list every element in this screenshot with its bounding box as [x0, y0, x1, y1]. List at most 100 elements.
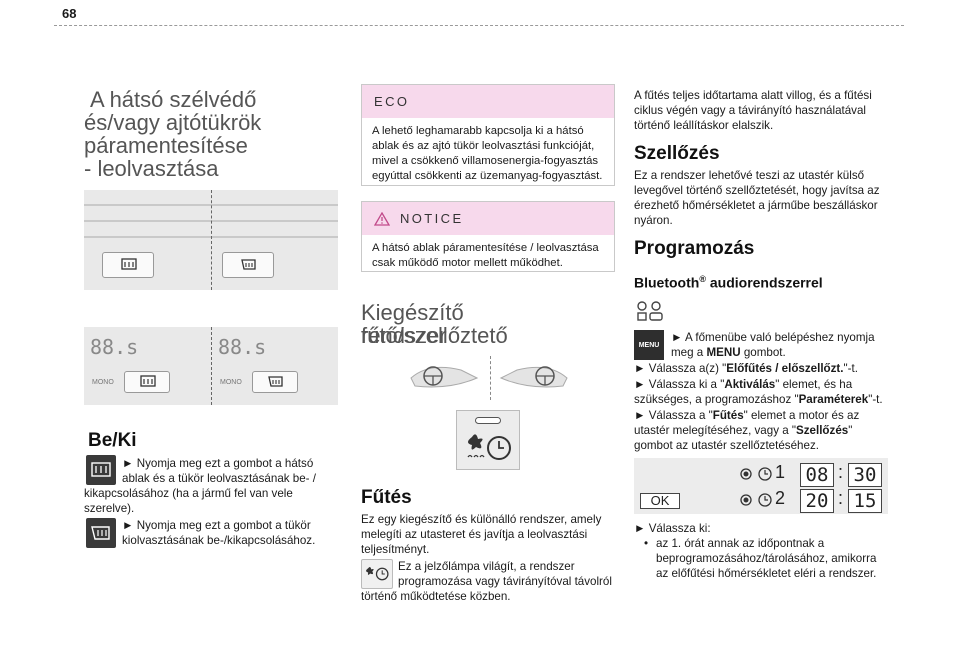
step1-line-1: ► A főmenübe való belépéshez nyomja — [671, 331, 875, 344]
bluetooth-heading-rest: audiorendszerrel — [705, 274, 823, 291]
notice-line: csak működő motor mellett működhet. — [372, 257, 563, 269]
fan-timer-icon — [467, 434, 511, 460]
fan-timer-icon — [366, 566, 389, 581]
timer-1-minute: 30 — [848, 463, 882, 487]
notice-box-body: A hátsó ablak páramentesítése / leolvasz… — [362, 235, 614, 277]
notice-box-title: NOTICE — [400, 211, 464, 226]
heating-p1-line-3: teljesítményt. — [361, 543, 430, 556]
eco-line: A lehető leghamarabb kapcsolja ki a háts… — [372, 125, 584, 137]
eco-box-body: A lehető leghamarabb kapcsolja ki a háts… — [362, 118, 614, 190]
heating-p2-line-3: történő működtetése közben. — [361, 590, 511, 603]
programming-heading: Programozás — [634, 238, 755, 259]
defrost-title-line-1: A hátsó szélvédő — [90, 87, 257, 112]
audio-system-icon — [637, 301, 663, 321]
step4-line-3: gombot az utastér szellőztetéséhez. — [634, 439, 819, 452]
timer-2-number: 2 — [775, 488, 786, 508]
eco-box: ECO A lehető leghamarabb kapcsolja ki a … — [361, 84, 615, 186]
menu-key-icon: MENU — [634, 330, 664, 360]
step3-line-2: szükséges, a programozáshoz "Paraméterek… — [634, 393, 883, 406]
bluetooth-heading-word: Bluetooth — [634, 274, 700, 291]
heater-indicator-lamp — [475, 417, 501, 424]
step3-line-1: ► Válassza ki a "Aktiválás" elemet, és h… — [634, 378, 853, 391]
rear-window-defrost-icon — [91, 462, 111, 477]
rear-defrost-key-icon — [86, 455, 116, 485]
ventilation-heading: Szellőzés — [634, 143, 720, 164]
mirror-defrost-icon — [268, 376, 283, 387]
on-off-heading: Be/Ki — [88, 430, 137, 451]
notice-box: NOTICE A hátsó ablak páramentesítése / l… — [361, 201, 615, 272]
bluetooth-heading: Bluetooth® audiorendszerrel — [634, 274, 823, 291]
aux-heater-title-line-1: Kiegészítő fűtő/szellőztető — [361, 300, 508, 348]
steering-wheel-right-icon — [499, 366, 568, 388]
eco-line: ablak és az ajtó tükör leolvasztási funk… — [372, 140, 595, 152]
timer-2-radio-icon — [740, 494, 752, 506]
timer-programming-illustration: OK 1 08 : 30 2 20 : 15 — [634, 458, 888, 514]
rear-defrost-button-illustration-2 — [124, 371, 170, 393]
vent-line-4: nyáron. — [634, 214, 673, 227]
aux-heater-title-line-2: rendszer — [361, 323, 447, 348]
heating-p1-line-1: Ez egy kiegészítő és különálló rendszer,… — [361, 513, 602, 526]
rear-window-defrost-icon — [121, 258, 137, 270]
select-line: ► Válassza ki: — [634, 522, 711, 535]
step2-line: ► Válassza a(z) "Előfűtés / előszellőzt.… — [634, 362, 858, 375]
display-readout-right: 88.s — [218, 335, 267, 359]
ok-button-illustration: OK — [640, 493, 680, 509]
heating-p2-line-2: programozása vagy távirányítóval távolró… — [398, 575, 612, 588]
defrost-title-line-2: és/vagy ajtótükrök — [84, 110, 262, 135]
mono-label-right: MONO — [220, 379, 242, 386]
top-divider — [54, 25, 904, 26]
defrost-title-line-4: - leolvasztása — [84, 156, 219, 181]
intro-line-1: A fűtés teljes időtartama alatt villog, … — [634, 89, 872, 102]
rear-defrost-button-illustration — [102, 252, 154, 278]
step4-line-2: utastér melegítéséhez, vagy a "Szellőzés… — [634, 424, 853, 437]
heating-heading: Fűtés — [361, 487, 412, 508]
heater-indicator-illustration — [456, 410, 520, 470]
defrost-panel-illustration-top — [84, 190, 338, 290]
steering-wheel-left-icon — [410, 366, 479, 388]
onoff-p1-line-3: kikapcsolásához (ha a jármű fel van vele — [84, 487, 293, 500]
rear-window-defrost-icon — [140, 375, 156, 387]
eco-box-header: ECO — [362, 85, 614, 118]
mirror-defrost-button-illustration-2 — [252, 371, 298, 393]
timer-1-number: 1 — [775, 462, 786, 482]
heating-p1-line-2: melegíti az utasteret és javítja a leolv… — [361, 528, 588, 541]
display-readout-left: 88.s — [90, 335, 139, 359]
notice-line: A hátsó ablak páramentesítése / leolvasz… — [372, 242, 599, 254]
timer-1-colon: : — [838, 462, 844, 482]
clock-icon — [758, 493, 772, 507]
timer-1-hour: 08 — [800, 463, 834, 487]
vent-line-2: levegővel történő szellőztetését, hogy j… — [634, 184, 880, 197]
notice-box-header: NOTICE — [362, 202, 614, 235]
mirror-defrost-button-illustration — [222, 252, 274, 278]
step1-line-2: meg a MENU gombot. — [671, 346, 786, 359]
timer-1-radio-icon — [740, 468, 752, 480]
eco-box-title: ECO — [374, 94, 410, 109]
eco-line: mivel a csökkenő villamosenergia-fogyasz… — [372, 155, 599, 167]
step4-line-1: ► Válassza a "Fűtés" elemet a motor és a… — [634, 409, 860, 422]
timer-2-hour: 20 — [800, 489, 834, 513]
warning-triangle-icon — [374, 211, 390, 226]
onoff-p1-line-4: szerelve). — [84, 502, 135, 515]
vent-line-1: Ez a rendszer lehetővé teszi az utastér … — [634, 169, 865, 182]
vent-line-3: érezhető hőmérsékletet a járműbe beszáll… — [634, 199, 878, 212]
registered-mark: ® — [699, 274, 706, 284]
bullet-line-2: beprogramozásához/tárolásához, amikorra — [656, 552, 877, 565]
page-number: 68 — [62, 6, 77, 21]
timer-2-colon: : — [838, 488, 844, 508]
onoff-p2-line-1: ► Nyomja meg ezt a gombot a tükör — [122, 519, 311, 532]
heater-lamp-icon — [361, 559, 393, 589]
intro-line-3: történő leállításkor elalszik. — [634, 119, 774, 132]
mirror-defrost-key-icon — [86, 518, 116, 548]
onoff-p1-line-1: ► Nyomja meg ezt a gombot a hátsó — [122, 457, 314, 470]
intro-line-2: ciklus végén vagy a távirányító használa… — [634, 104, 867, 117]
onoff-p1-line-2: ablak és a tükör leolvasztásának be- / — [122, 472, 316, 485]
defrost-panel-illustration-bottom: 88.s 88.s MONO MONO — [84, 327, 338, 405]
clock-icon — [758, 467, 772, 481]
defrost-title-line-3: páramentesítése — [84, 133, 248, 158]
mirror-defrost-icon — [91, 526, 110, 540]
bullet-line-3: az előfűtési hőmérsékletet eléri a rends… — [656, 567, 877, 580]
onoff-p2-line-2: kiolvasztásának be-/kikapcsolásához. — [122, 534, 316, 547]
bullet-line-1: az 1. órát annak az időpontnak a — [656, 537, 825, 550]
timer-2-minute: 15 — [848, 489, 882, 513]
eco-line: egyúttal csökkenti az üzemanyag-fogyaszt… — [372, 170, 603, 182]
